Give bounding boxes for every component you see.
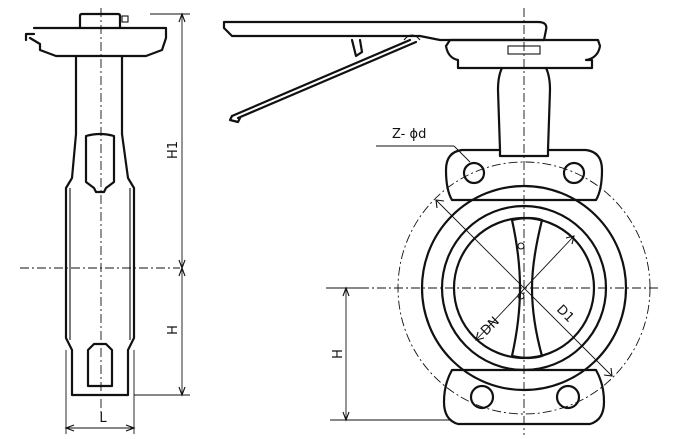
front-upper-lugs bbox=[444, 148, 604, 202]
h-right-arrow-bottom bbox=[342, 411, 350, 422]
side-handle-top bbox=[78, 12, 122, 30]
h-left-arrow-top bbox=[178, 266, 186, 277]
disc-hub-top bbox=[517, 242, 525, 250]
h1-label: H1 bbox=[166, 141, 181, 159]
h-left-arrow-bottom bbox=[178, 386, 186, 397]
body-outer-ring bbox=[420, 184, 628, 392]
l-arrow-right bbox=[125, 424, 136, 432]
valve-disc bbox=[510, 216, 544, 360]
front-lower-lugs bbox=[442, 368, 606, 426]
side-view: H1 H L bbox=[20, 8, 190, 434]
bolt-circle-d1 bbox=[397, 161, 651, 415]
z-phi-d-leader-diag bbox=[453, 145, 471, 163]
side-top-plate bbox=[24, 26, 168, 58]
bolt-hole-bottom-right bbox=[555, 384, 581, 410]
dn-arrow-bottom bbox=[475, 331, 485, 341]
z-phi-d-label: Z- ϕd bbox=[392, 127, 426, 142]
h-right-label: H bbox=[331, 349, 346, 359]
front-view: Z- ϕd D1 DN H bbox=[222, 8, 658, 435]
front-top-plate-slot bbox=[507, 45, 541, 55]
bolt-hole-bottom-left bbox=[469, 384, 495, 410]
l-label: L bbox=[99, 411, 107, 426]
dn-label: DN bbox=[478, 314, 503, 339]
lever-pivot bbox=[403, 34, 421, 41]
side-handle-pin bbox=[121, 15, 129, 23]
d1-arrow-bottom bbox=[603, 367, 613, 377]
seat-ring bbox=[440, 204, 608, 372]
front-neck bbox=[496, 66, 552, 152]
dn-arrow-top bbox=[565, 235, 575, 245]
d1-dim-line bbox=[435, 199, 613, 377]
side-stem-top bbox=[84, 132, 116, 194]
h1-arrow-top bbox=[178, 12, 186, 23]
dn-dim-line bbox=[475, 235, 575, 341]
h-right-arrow-top bbox=[342, 286, 350, 297]
lever-pull-rod bbox=[230, 38, 418, 120]
d1-label: D1 bbox=[553, 302, 577, 326]
bolt-hole-top-right bbox=[562, 161, 586, 185]
lever-pull-tip bbox=[228, 114, 242, 124]
side-neck bbox=[74, 54, 124, 136]
side-stem-bottom bbox=[86, 342, 114, 388]
bolt-hole-top-left bbox=[462, 161, 486, 185]
l-arrow-left bbox=[64, 424, 75, 432]
lever-latch bbox=[350, 38, 364, 58]
side-body-inner bbox=[69, 188, 131, 340]
side-body bbox=[64, 132, 136, 397]
front-top-plate bbox=[444, 38, 602, 70]
h-left-label: H bbox=[166, 325, 181, 335]
d1-arrow-top bbox=[435, 199, 445, 209]
lever-arm bbox=[222, 20, 548, 42]
